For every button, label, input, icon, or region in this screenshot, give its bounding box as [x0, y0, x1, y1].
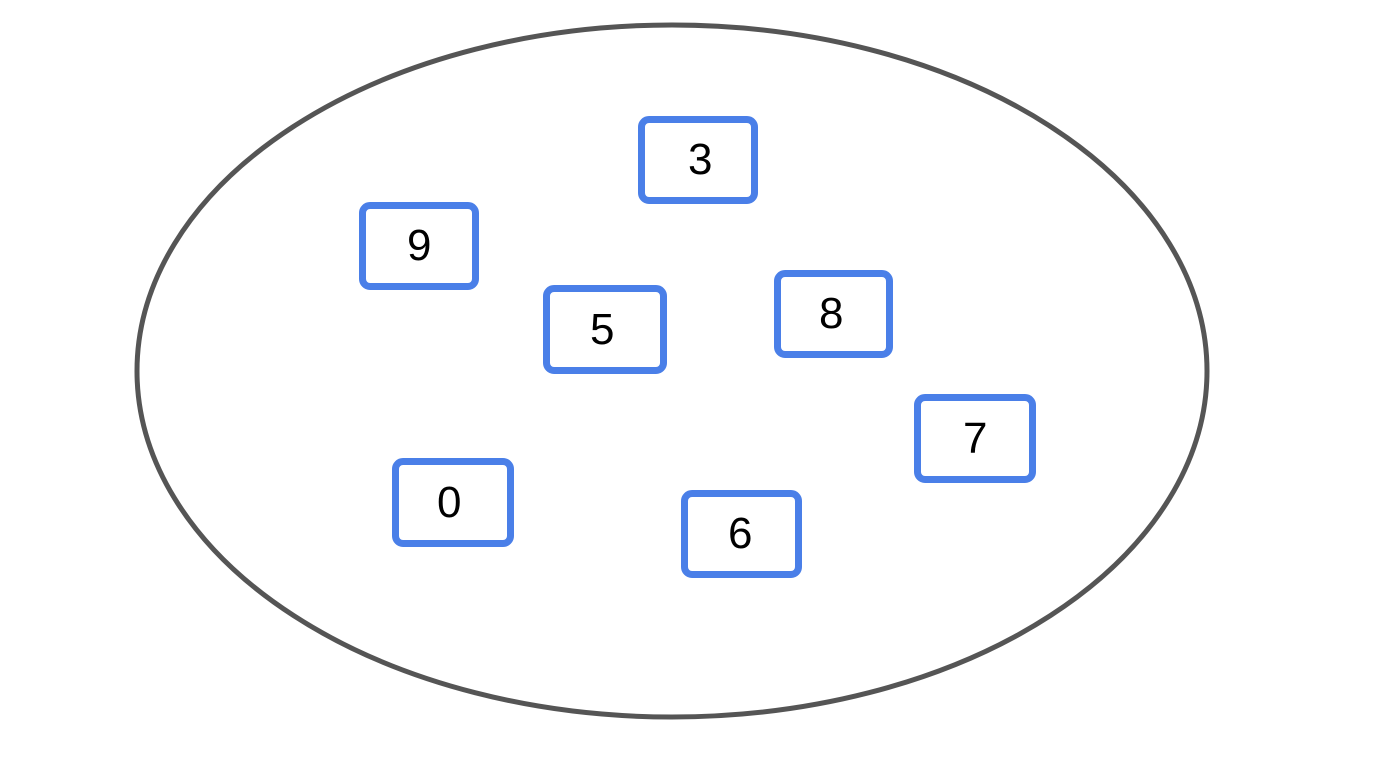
node-box-7[interactable]: 7 [914, 394, 1036, 483]
node-box-8[interactable]: 8 [774, 270, 893, 358]
node-label: 6 [728, 509, 753, 558]
node-box-3[interactable]: 3 [638, 116, 758, 204]
node-box-5[interactable]: 5 [543, 285, 667, 374]
node-label: 7 [963, 413, 988, 463]
node-box-9[interactable]: 9 [359, 202, 479, 290]
node-label: 5 [590, 304, 615, 354]
node-label: 3 [688, 135, 713, 184]
node-box-0[interactable]: 0 [392, 458, 514, 547]
ellipse-boundary [134, 22, 1210, 720]
node-box-6[interactable]: 6 [681, 490, 802, 578]
node-label: 9 [407, 221, 432, 270]
node-label: 8 [819, 289, 844, 338]
node-label: 0 [437, 477, 462, 527]
